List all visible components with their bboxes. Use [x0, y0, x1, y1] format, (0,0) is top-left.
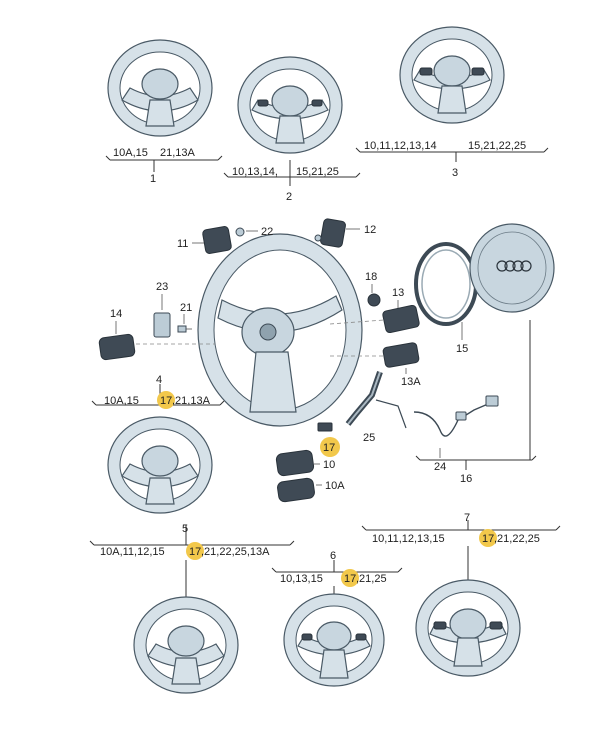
group-5-number: 5: [182, 523, 188, 535]
label-25: 25: [363, 432, 375, 444]
wheel-variant-5: [133, 596, 239, 694]
group-4-highlight: 17: [160, 395, 172, 407]
group-2-number: 2: [286, 191, 292, 203]
four-rings-logo-icon: [496, 260, 532, 272]
label-10: 10: [323, 459, 335, 471]
wheel-variant-1: [107, 39, 213, 137]
group-6-left: 10,13,15: [280, 573, 323, 585]
part-12-switch: [314, 218, 346, 248]
part-13A-switch: [382, 342, 420, 368]
label-12: 12: [364, 224, 376, 236]
part-23-bracket: [153, 312, 171, 338]
part-10A-switch: [277, 477, 315, 503]
part-18-bolt: [367, 293, 381, 307]
label-18: 18: [365, 271, 377, 283]
group-6-right: ,21,25: [356, 573, 387, 585]
wheel-variant-3: [399, 26, 505, 124]
label-13: 13: [392, 287, 404, 299]
part-15-airbag-ring: [414, 242, 478, 326]
group-4-left: 10A,15: [104, 395, 139, 407]
group-6-number: 6: [330, 550, 336, 562]
part-25-wiring: [345, 371, 407, 429]
part-21-screw: [177, 325, 192, 333]
label-15-main: 15: [456, 343, 468, 355]
label-13A: 13A: [401, 376, 421, 388]
label-24: 24: [434, 461, 446, 473]
part-10-switch: [275, 449, 315, 477]
group-5-highlight: 17: [189, 546, 201, 558]
wheel-variant-7: [415, 579, 521, 677]
group-3-left: 10,11,12,13,14: [364, 140, 437, 152]
label-17-main: 17: [323, 442, 335, 454]
group-7-right: ,21,22,25: [494, 533, 540, 545]
wheel-variant-2: [237, 56, 343, 154]
group-1-number: 1: [150, 173, 156, 185]
label-14: 14: [110, 308, 122, 320]
part-17-connector: [317, 422, 333, 432]
group-4-number: 4: [156, 374, 162, 386]
airbag-unit: [469, 223, 555, 313]
label-10A: 10A: [325, 480, 345, 492]
group-4-right: ,21,13A: [172, 395, 211, 407]
group-6-highlight: 17: [344, 573, 356, 585]
label-23: 23: [156, 281, 168, 293]
part-13-switch: [382, 304, 420, 334]
group-1-right: 21,13A: [160, 147, 196, 159]
group-2-right: 15,21,25: [296, 166, 339, 178]
part-14-module: [98, 333, 136, 361]
group-7-left: 10,11,12,13,15: [372, 533, 445, 545]
label-22: 22: [261, 226, 273, 238]
group-5-right: ,21,22,25,13A: [201, 546, 270, 558]
part-11-switch: [202, 226, 245, 254]
wheel-variant-6: [283, 593, 385, 687]
part-24-harness: [413, 395, 499, 437]
wheel-variant-4: [107, 416, 213, 514]
group-3-right: 15,21,22,25: [468, 140, 526, 152]
group-2-left: 10,13,14,: [232, 166, 278, 178]
main-steering-wheel: [197, 233, 363, 427]
group-1-left: 10A,15: [113, 147, 148, 159]
label-11: 11: [177, 238, 188, 250]
label-16: 16: [460, 473, 472, 485]
group-7-number: 7: [464, 512, 470, 524]
label-21: 21: [180, 302, 192, 314]
group-3-number: 3: [452, 167, 458, 179]
group-5-left: 10A,11,12,15: [100, 546, 165, 558]
group-7-highlight: 17: [482, 533, 494, 545]
